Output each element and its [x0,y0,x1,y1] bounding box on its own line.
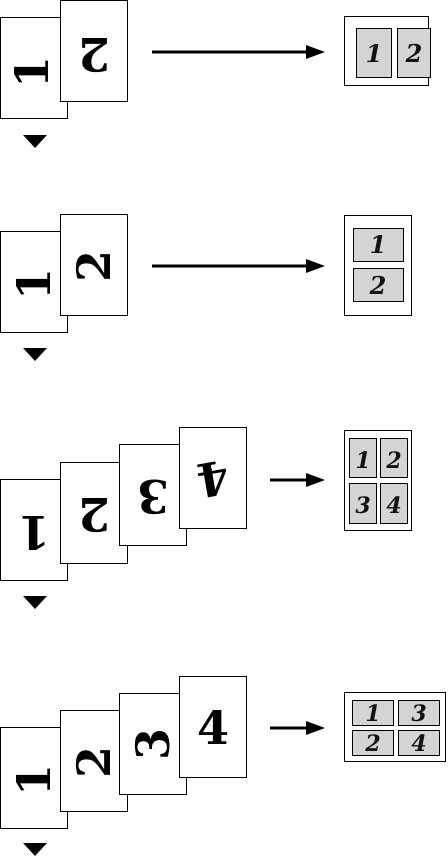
result-sheet: 1 2 [345,17,431,86]
result-cell-number: 1 [366,39,383,68]
page-glyph: 3 [126,728,180,760]
result-cell-number: 2 [385,448,401,474]
row-2in1-portrait: 1 2 1 2 [1,1,431,149]
result-cell-number: 1 [365,701,380,727]
page-glyph: 1 [7,764,61,796]
original-page-3: 3 [120,445,187,546]
right-arrow-icon [270,721,325,735]
original-page-1: 1 [1,480,68,581]
original-page-1: 1 [1,728,68,829]
result-cell-number: 2 [369,271,387,300]
original-page-1: 1 [1,232,68,333]
page-glyph: 1 [7,268,61,300]
result-cell-number: 1 [355,448,370,474]
page-glyph: 2 [67,746,121,778]
down-triangle-icon [23,348,47,361]
result-cell-number: 2 [405,39,423,68]
result-cell-number: 3 [355,493,370,519]
page-glyph: 3 [137,469,169,523]
result-sheet: 1 2 [345,216,412,316]
result-cell-number: 1 [370,230,387,259]
row-4in1-portrait: 1 2 3 4 1 2 3 4 [1,428,412,610]
original-page-3: 3 [120,694,187,795]
row-2in1-landscape: 1 2 1 2 [1,215,412,362]
original-page-2: 2 [61,711,128,812]
down-triangle-icon [23,843,47,856]
original-page-2: 2 [61,463,128,564]
row-4in1-landscape: 1 2 3 4 1 3 2 4 [1,677,446,857]
right-arrow-icon [270,473,325,487]
page-glyph: 4 [197,701,229,755]
page-glyph: 2 [78,487,110,541]
page-glyph: 2 [67,250,121,282]
down-triangle-icon [23,596,47,609]
result-cell-number: 4 [386,493,401,519]
page-glyph: 1 [5,56,59,88]
right-arrow-icon [152,259,325,273]
original-page-4: 4 [180,677,247,778]
right-arrow-icon [152,45,325,59]
result-cell-number: 4 [411,731,426,757]
result-sheet: 1 3 2 4 [345,693,446,762]
page-glyph: 2 [78,27,110,81]
result-cell-number: 3 [411,701,426,727]
original-page-2: 2 [61,215,128,316]
original-page-1: 1 [1,18,68,119]
result-cell-number: 2 [364,731,380,757]
down-triangle-icon [23,135,47,148]
result-sheet: 1 2 3 4 [345,431,412,531]
page-glyph: 1 [18,505,50,559]
original-page-2: 2 [61,1,128,102]
original-page-4: 4 [180,428,247,529]
